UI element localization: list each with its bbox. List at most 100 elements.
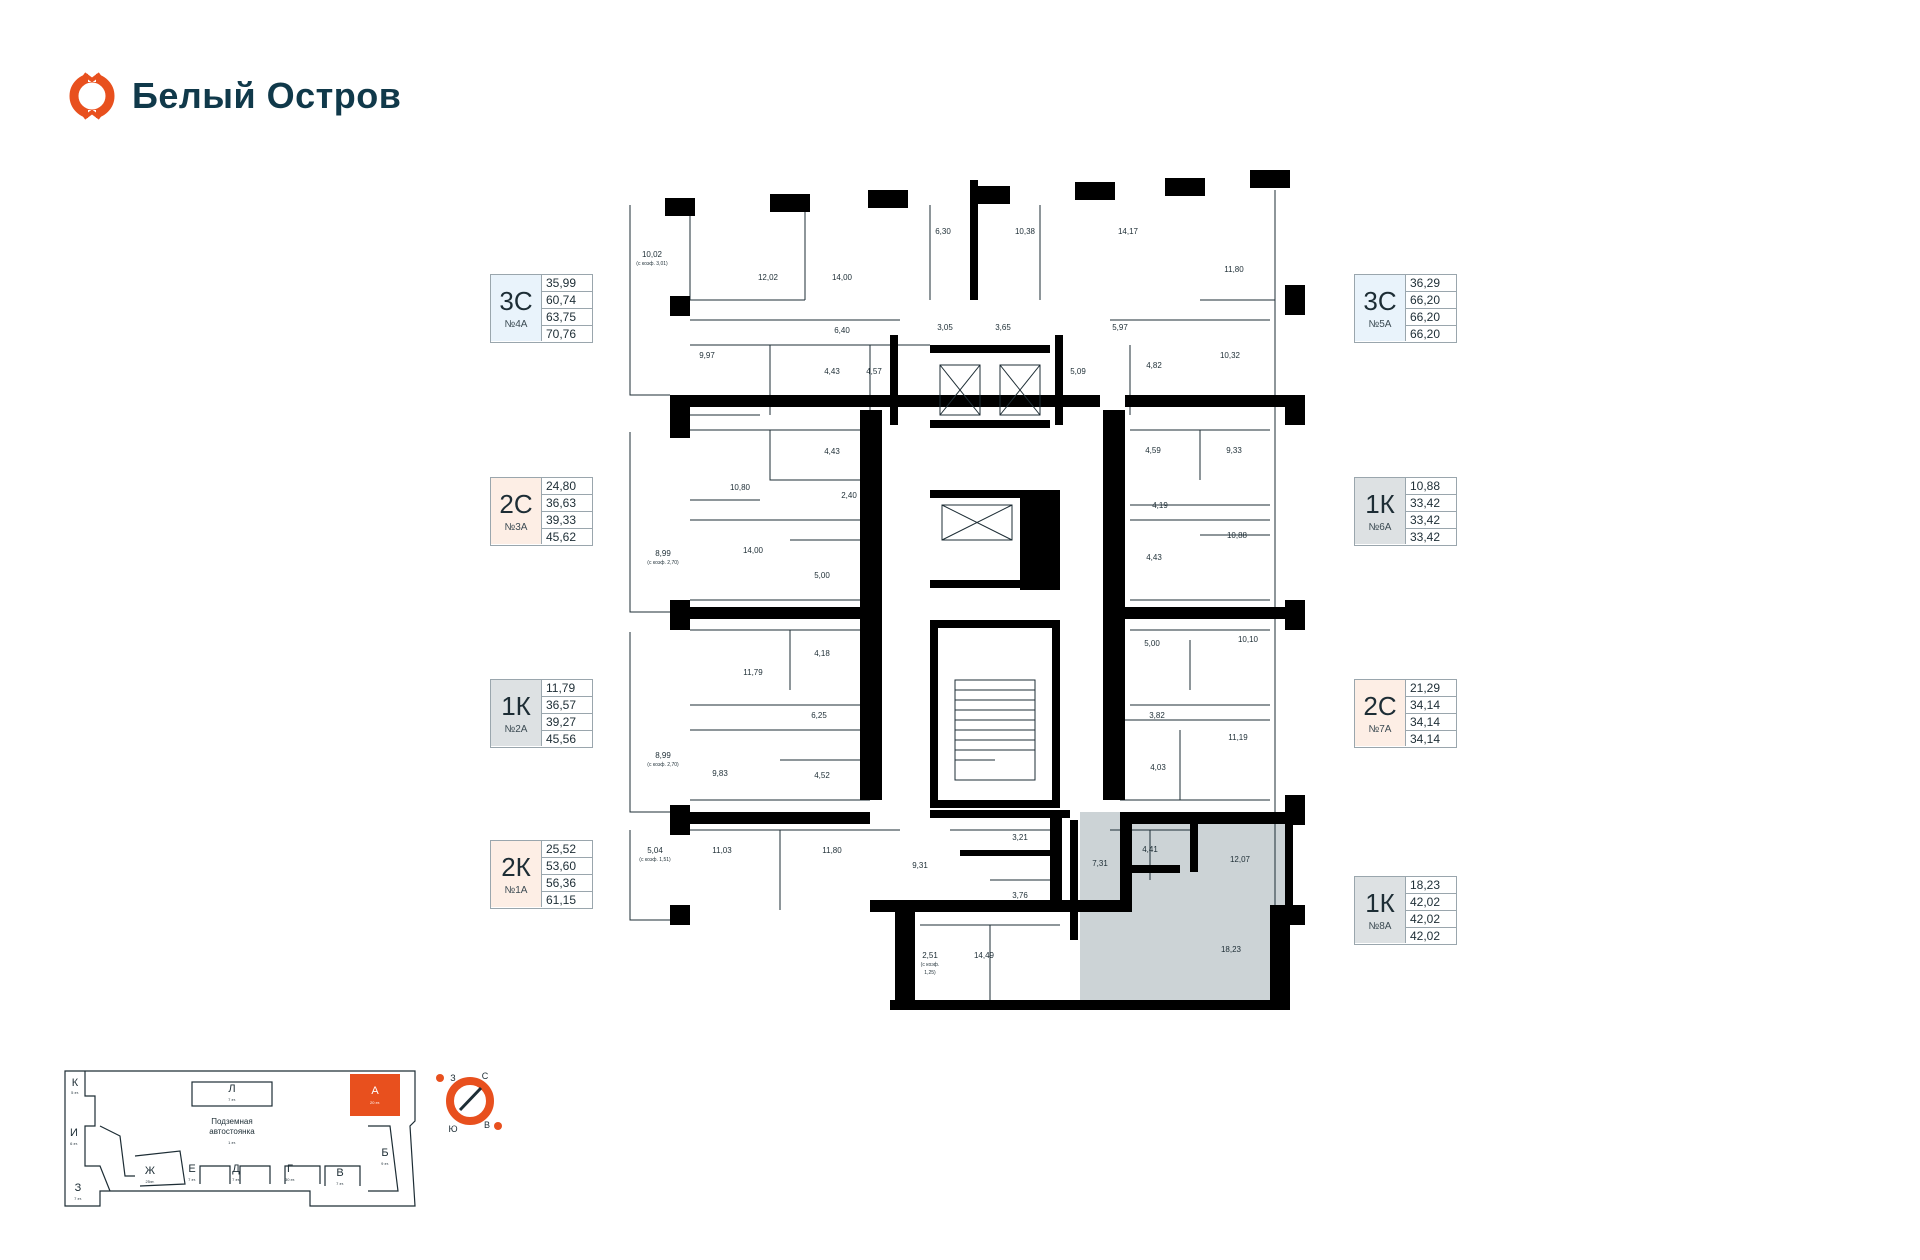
room-area: 8,99 xyxy=(655,751,671,760)
compass-south: Ю xyxy=(448,1124,457,1134)
apartment-type: 2С xyxy=(499,488,533,519)
area-value: 34,14 xyxy=(1410,732,1441,746)
area-value: 66,20 xyxy=(1410,327,1441,341)
apartment-number: №4А xyxy=(504,318,528,330)
legend-apt-4a[interactable]: 3С №4А 35,99 60,74 63,75 70,76 xyxy=(490,274,593,343)
room-area: 10,32 xyxy=(1220,351,1241,360)
room-area: 3,05 xyxy=(937,323,953,332)
section-letter: Б xyxy=(381,1147,388,1159)
room-area: 10,88 xyxy=(1227,531,1248,540)
room-area: 5,09 xyxy=(1070,367,1086,376)
area-list: 11,79 36,57 39,27 45,56 xyxy=(542,680,592,747)
section-letter: З xyxy=(75,1182,82,1194)
area-value: 35,99 xyxy=(542,275,592,292)
room-area: 11,19 xyxy=(1228,733,1248,742)
apartment-type: 1К xyxy=(1365,887,1395,918)
apartment-type: 1К xyxy=(1365,488,1395,519)
room-area: 18,23 xyxy=(1221,945,1242,954)
area-value: 18,23 xyxy=(1406,877,1456,894)
logo-icon xyxy=(69,70,115,122)
area-value: 61,15 xyxy=(546,893,577,907)
room-area: 14,00 xyxy=(832,273,853,282)
apartment-number: №5А xyxy=(1368,318,1392,330)
compass-north: С xyxy=(482,1071,489,1081)
room-area: 10,38 xyxy=(1015,227,1036,236)
legend-type-box: 1К №6А xyxy=(1355,478,1406,544)
apartment-number: №3А xyxy=(504,521,528,533)
room-area-note: (с коэф. 3,01) xyxy=(636,261,668,267)
area-value: 70,76 xyxy=(546,327,577,341)
apartment-type: 2С xyxy=(1363,690,1397,721)
area-value: 25,52 xyxy=(542,841,592,858)
section-letter: Е xyxy=(188,1163,195,1175)
room-area: 14,00 xyxy=(743,546,764,555)
brand-logo[interactable]: Белый Остров xyxy=(66,70,401,122)
area-value: 33,42 xyxy=(1406,512,1456,529)
room-area: 9,97 xyxy=(699,351,715,360)
room-area: 6,25 xyxy=(811,711,827,720)
room-area-note: (с коэф. 2,70) xyxy=(647,762,679,768)
area-value: 42,02 xyxy=(1406,894,1456,911)
room-area: 9,83 xyxy=(712,769,728,778)
area-value: 66,20 xyxy=(1406,292,1456,309)
area-value: 10,88 xyxy=(1406,478,1456,495)
area-value: 24,80 xyxy=(542,478,592,495)
area-value: 34,14 xyxy=(1406,714,1456,731)
legend-apt-3a[interactable]: 2С №3А 24,80 36,63 39,33 45,62 xyxy=(490,477,593,546)
core-elements xyxy=(939,364,1041,781)
apt-8a-highlight[interactable] xyxy=(1190,812,1290,904)
legend-type-box: 2С №3А xyxy=(491,478,542,544)
area-value: 60,74 xyxy=(542,292,592,309)
room-area: 4,19 xyxy=(1152,501,1168,510)
section-a-highlight[interactable] xyxy=(350,1074,400,1116)
parking-label: автостоянка xyxy=(209,1127,255,1136)
room-area: 6,30 xyxy=(935,227,951,236)
legend-type-box: 2К №1А xyxy=(491,841,542,907)
legend-apt-8a[interactable]: 1К №8А 18,23 42,02 42,02 42,02 xyxy=(1354,876,1457,945)
area-list: 21,29 34,14 34,14 34,14 xyxy=(1406,680,1456,747)
section-letter: Ж xyxy=(145,1165,155,1177)
legend-apt-1a[interactable]: 2К №1А 25,52 53,60 56,36 61,15 xyxy=(490,840,593,909)
area-value: 33,42 xyxy=(1410,530,1441,544)
room-area: 7,31 xyxy=(1092,859,1108,868)
area-list: 10,88 33,42 33,42 33,42 xyxy=(1406,478,1456,545)
room-area: 2,51 xyxy=(922,951,938,960)
room-area: 10,80 xyxy=(730,483,751,492)
legend-type-box: 3С №4А xyxy=(491,275,542,341)
legend-apt-5a[interactable]: 3С №5А 36,29 66,20 66,20 66,20 xyxy=(1354,274,1457,343)
room-area: 4,59 xyxy=(1145,446,1161,455)
room-area: 10,02 xyxy=(642,250,663,259)
section-floors: 30 эт. xyxy=(285,1177,295,1182)
area-value: 56,36 xyxy=(542,875,592,892)
area-value: 33,42 xyxy=(1406,495,1456,512)
legend-apt-6a[interactable]: 1К №6А 10,88 33,42 33,42 33,42 xyxy=(1354,477,1457,546)
area-value: 39,27 xyxy=(542,714,592,731)
room-area: 4,03 xyxy=(1150,763,1166,772)
section-floors: 9 эт. xyxy=(381,1161,389,1166)
section-floors: 7 эт. xyxy=(232,1177,240,1182)
room-area: 11,80 xyxy=(1224,265,1244,274)
parking-floors: 1 эт. xyxy=(228,1140,236,1145)
room-area: 2,40 xyxy=(841,491,857,500)
section-letter: К xyxy=(72,1077,79,1089)
section-letter: В xyxy=(336,1167,343,1179)
room-area: 11,80 xyxy=(822,846,842,855)
room-area: 12,02 xyxy=(758,273,779,282)
legend-apt-7a[interactable]: 2С №7А 21,29 34,14 34,14 34,14 xyxy=(1354,679,1457,748)
legend-type-box: 1К №8А xyxy=(1355,877,1406,943)
room-area: 4,43 xyxy=(824,447,840,456)
site-plan[interactable]: К 5 эт. Л 7 эт. А 20 эт. И 6 эт. Б 9 эт.… xyxy=(60,1066,420,1216)
room-area-note: (с коэф. xyxy=(921,962,940,968)
room-area: 4,57 xyxy=(866,367,882,376)
compass-west: З xyxy=(450,1073,455,1083)
legend-apt-2a[interactable]: 1К №2А 11,79 36,57 39,27 45,56 xyxy=(490,679,593,748)
section-floors: 7 эт. xyxy=(228,1097,236,1102)
legend-type-box: 3С №5А xyxy=(1355,275,1406,341)
compass-icon: С З Ю В xyxy=(436,1071,502,1134)
area-value: 63,75 xyxy=(542,309,592,326)
room-area: 8,99 xyxy=(655,549,671,558)
apartment-number: №7А xyxy=(1368,723,1392,735)
section-floors: 5 эт. xyxy=(71,1090,79,1095)
section-letter: Г xyxy=(287,1163,293,1175)
